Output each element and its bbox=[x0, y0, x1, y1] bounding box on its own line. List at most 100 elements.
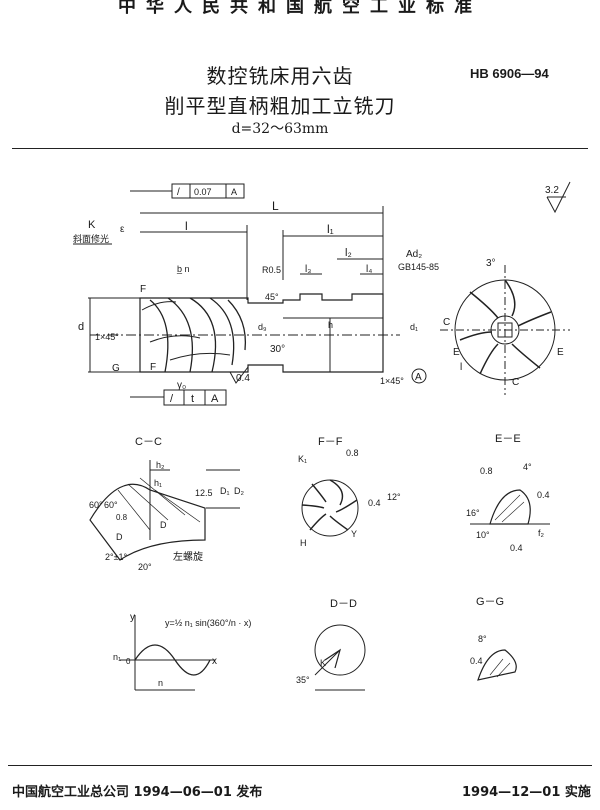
ff-08: 0.8 bbox=[346, 448, 359, 458]
label-R05: R0.5 bbox=[262, 265, 281, 275]
title-line-1: 数控铣床用六齿 bbox=[206, 64, 354, 88]
label-d1: d₁ bbox=[410, 322, 418, 332]
runout-frame: / t A bbox=[130, 389, 227, 406]
section-ff: F－F K₁ 0.8 0.4 12° H Y bbox=[298, 436, 401, 548]
label-1x45b: 1×45° bbox=[380, 376, 404, 386]
label-gamma0: γ₀ bbox=[177, 380, 186, 391]
section-dd: D－D K 35° bbox=[296, 598, 366, 691]
ee-04b: 0.4 bbox=[510, 543, 523, 553]
wave-n1: n₁ bbox=[113, 652, 121, 662]
label-F-bot: F bbox=[150, 362, 156, 373]
cc-pitch: 2°±1° bbox=[105, 552, 128, 562]
wave-x: x bbox=[212, 656, 217, 667]
label-GB145: GB145-85 bbox=[398, 262, 439, 272]
end-view: 3° C C E E l 3.2 bbox=[440, 181, 571, 395]
dim-l3: l₃ bbox=[305, 264, 311, 275]
main-view: / 0.07 A L l l₁ l₂ l₃ l₄ K 斜面修光 ε bbox=[73, 183, 439, 406]
tol-datum: A bbox=[231, 187, 237, 197]
standard-code: HB 6906—94 bbox=[470, 66, 549, 81]
ff-04: 0.4 bbox=[368, 498, 381, 508]
label-d: d bbox=[78, 321, 84, 333]
cc-left-spiral: 左螺旋 bbox=[173, 550, 203, 563]
label-h: h bbox=[328, 320, 333, 330]
gg-8: 8° bbox=[478, 634, 487, 644]
section-ee-title: E－E bbox=[495, 433, 521, 445]
runout-datum: A bbox=[211, 393, 219, 405]
title-line-2: 削平型直柄粗加工立铣刀 bbox=[164, 94, 396, 118]
label-K: K bbox=[88, 219, 96, 231]
dim-l1: l₁ bbox=[327, 222, 334, 236]
label-45deg: 45° bbox=[265, 292, 279, 302]
ee-08: 0.8 bbox=[480, 466, 493, 476]
cc-h1: h₁ bbox=[154, 478, 162, 488]
ff-Y: Y bbox=[351, 529, 357, 539]
end-label-C: C bbox=[443, 317, 450, 328]
runout-value: t bbox=[191, 393, 194, 405]
dd-K: K bbox=[320, 658, 326, 668]
dd-35: 35° bbox=[296, 675, 310, 685]
end-label-l: l bbox=[460, 362, 462, 373]
end-label-C2: C bbox=[512, 377, 519, 388]
cc-Dp: D bbox=[160, 520, 167, 530]
label-3deg: 3° bbox=[486, 258, 496, 269]
runout-symbol: / bbox=[170, 393, 174, 405]
wave-origin: 0 bbox=[126, 657, 131, 666]
ff-12: 12° bbox=[387, 492, 401, 502]
label-r04: 0.4 bbox=[236, 373, 250, 384]
wave-formula: y=½ n₁ sin(360°/n · x) bbox=[165, 618, 251, 628]
gg-04: 0.4 bbox=[470, 656, 483, 666]
end-label-E2: E bbox=[557, 347, 564, 358]
label-F-top: F bbox=[140, 284, 146, 295]
label-epsilon: ε bbox=[120, 224, 125, 235]
roughness-symbol: 3.2 bbox=[545, 181, 571, 214]
end-label-E: E bbox=[453, 347, 460, 358]
ee-f2: f₂ bbox=[538, 528, 545, 538]
dim-L: L bbox=[272, 199, 279, 213]
bottom-rule bbox=[8, 765, 592, 766]
section-dd-title: D－D bbox=[330, 598, 357, 610]
cc-D2: D₂ bbox=[234, 486, 244, 496]
section-gg: G－G 8° 0.4 bbox=[470, 596, 517, 681]
cc-20: 20° bbox=[138, 562, 152, 572]
ff-H: H bbox=[300, 538, 307, 548]
dim-l2: l₂ bbox=[345, 247, 352, 259]
cc-12-5: 12.5 bbox=[195, 488, 213, 498]
top-rule bbox=[12, 148, 588, 149]
label-G: G bbox=[112, 363, 120, 374]
ff-K1: K₁ bbox=[298, 454, 307, 464]
datum-A-circle bbox=[411, 368, 427, 384]
technical-drawing: / 0.07 A L l l₁ l₂ l₃ l₄ K 斜面修光 ε bbox=[73, 181, 571, 691]
ee-04a: 0.4 bbox=[537, 490, 550, 500]
dim-l4: l₄ bbox=[366, 264, 372, 275]
diameter-range: d=32～63mm bbox=[231, 121, 329, 137]
ee-4: 4° bbox=[523, 462, 532, 472]
cc-h2: h₂ bbox=[156, 460, 165, 470]
standard-header: 中华人民共和国航空工业标准 bbox=[118, 0, 482, 17]
label-bn: b̲ n bbox=[177, 264, 190, 274]
section-cc: C－C h₂ h₁ 12.5 D₁ D₂ 60° 60° 0.8 D D 2°±… bbox=[89, 436, 244, 572]
cc-60b: 60° bbox=[104, 500, 118, 510]
section-ee: E－E 0.8 4° 0.4 16° 10° f₂ 0.4 bbox=[466, 433, 550, 553]
effective-date: 1994—12—01 实施 bbox=[462, 785, 591, 800]
cc-60a: 60° bbox=[89, 500, 103, 510]
cc-08: 0.8 bbox=[116, 513, 128, 522]
label-Ad2: Ad₂ bbox=[406, 249, 422, 260]
label-1x45: 1×45° bbox=[95, 332, 119, 342]
section-gg-title: G－G bbox=[476, 596, 504, 608]
section-ff-title: F－F bbox=[318, 436, 343, 448]
wave-plot: y x n₁ 0 n y=½ n₁ sin(360°/n · x) bbox=[113, 612, 251, 691]
wave-n: n bbox=[158, 678, 163, 688]
dim-l: l bbox=[185, 219, 188, 233]
datum-A: A bbox=[415, 372, 422, 383]
label-K-note: 斜面修光 bbox=[73, 233, 109, 244]
ee-10: 10° bbox=[476, 530, 490, 540]
tol-symbol: / bbox=[177, 187, 180, 198]
cc-D: D bbox=[116, 532, 123, 542]
issue-date: 中国航空工业总公司 1994—06—01 发布 bbox=[12, 785, 263, 800]
cc-D1: D₁ bbox=[220, 486, 230, 496]
roughness-value: 3.2 bbox=[545, 185, 559, 196]
wave-y: y bbox=[130, 612, 135, 623]
tol-value: 0.07 bbox=[194, 187, 212, 197]
label-30deg: 30° bbox=[270, 344, 285, 355]
label-dg: d₉ bbox=[258, 322, 267, 332]
